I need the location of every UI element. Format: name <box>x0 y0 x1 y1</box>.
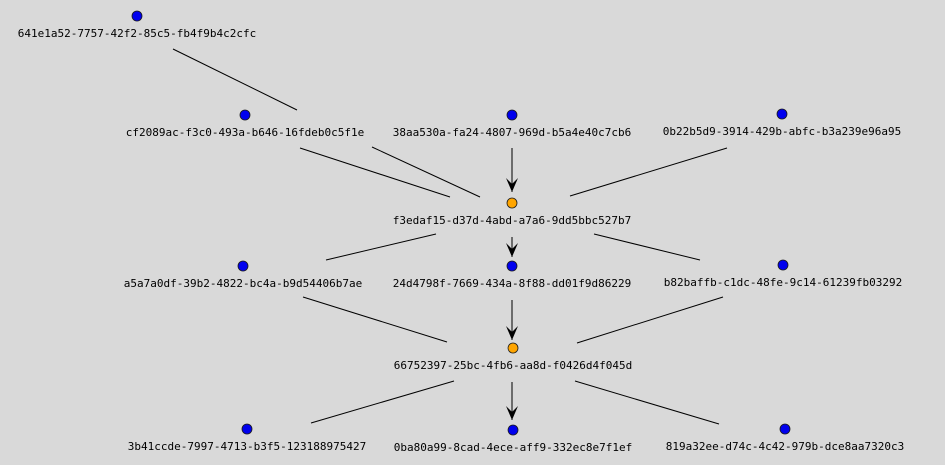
edge-13 <box>574 380 720 425</box>
graph-node[interactable]: 38aa530a-fa24-4807-969d-b5a4e40c7cb6 <box>393 109 631 139</box>
node-dot-highlighted[interactable] <box>507 342 519 354</box>
node-label: f3edaf15-d37d-4abd-a7a6-9dd5bbc527b7 <box>393 214 631 227</box>
node-dot[interactable] <box>507 424 519 436</box>
node-dot[interactable] <box>776 108 788 120</box>
node-label: 66752397-25bc-4fb6-aa8d-f0426d4f045d <box>394 359 632 372</box>
node-label: 0b22b5d9-3914-429b-abfc-b3a239e96a95 <box>663 125 901 138</box>
graph-node[interactable]: 24d4798f-7669-434a-8f88-dd01f9d86229 <box>393 260 631 290</box>
node-dot[interactable] <box>779 423 791 435</box>
node-dot[interactable] <box>506 109 518 121</box>
edge-4 <box>569 147 728 197</box>
graph-node[interactable]: 819a32ee-d74c-4c42-979b-dce8aa7320c3 <box>666 423 904 453</box>
edge-2 <box>299 147 451 198</box>
node-label: 38aa530a-fa24-4807-969d-b5a4e40c7cb6 <box>393 126 631 139</box>
arrowhead-12 <box>506 406 518 420</box>
node-dot[interactable] <box>131 10 143 22</box>
edge-11 <box>310 380 455 424</box>
arrowhead-6 <box>506 243 518 257</box>
graph-node[interactable]: a5a7a0df-39b2-4822-bc4a-b9d54406b7ae <box>124 260 362 290</box>
edge-1 <box>172 48 298 111</box>
graph-node[interactable]: 0ba80a99-8cad-4ece-aff9-332ec8e7f1ef <box>394 424 632 454</box>
node-label: b82baffb-c1dc-48fe-9c14-61239fb03292 <box>664 276 902 289</box>
edges-layer <box>172 48 728 425</box>
node-dot-highlighted[interactable] <box>506 197 518 209</box>
edge-8 <box>302 296 448 343</box>
arrowhead-3 <box>506 178 518 192</box>
node-dot[interactable] <box>237 260 249 272</box>
node-label: cf2089ac-f3c0-493a-b646-16fdeb0c5f1e <box>126 126 364 139</box>
graph-node[interactable]: 641e1a52-7757-42f2-85c5-fb4f9b4c2cfc <box>18 10 256 40</box>
arrowhead-9 <box>506 326 518 340</box>
graph-node[interactable]: f3edaf15-d37d-4abd-a7a6-9dd5bbc527b7 <box>393 197 631 227</box>
edge-5 <box>325 233 437 261</box>
node-label: 0ba80a99-8cad-4ece-aff9-332ec8e7f1ef <box>394 441 632 454</box>
node-dot[interactable] <box>239 109 251 121</box>
node-label: a5a7a0df-39b2-4822-bc4a-b9d54406b7ae <box>124 277 362 290</box>
graph-node[interactable]: 3b41ccde-7997-4713-b3f5-123188975427 <box>128 423 366 453</box>
node-label: 3b41ccde-7997-4713-b3f5-123188975427 <box>128 440 366 453</box>
edge-10 <box>576 296 724 344</box>
graph-node[interactable]: b82baffb-c1dc-48fe-9c14-61239fb03292 <box>664 259 902 289</box>
node-dot[interactable] <box>241 423 253 435</box>
arrows-layer <box>506 178 518 420</box>
edge-7 <box>593 233 701 261</box>
node-label: 641e1a52-7757-42f2-85c5-fb4f9b4c2cfc <box>18 27 256 40</box>
node-dot[interactable] <box>777 259 789 271</box>
node-label: 819a32ee-d74c-4c42-979b-dce8aa7320c3 <box>666 440 904 453</box>
graph-node[interactable]: 0b22b5d9-3914-429b-abfc-b3a239e96a95 <box>663 108 901 138</box>
graph-node[interactable]: cf2089ac-f3c0-493a-b646-16fdeb0c5f1e <box>126 109 364 139</box>
node-dot[interactable] <box>506 260 518 272</box>
nodes-layer: 641e1a52-7757-42f2-85c5-fb4f9b4c2cfc cf20… <box>18 10 904 454</box>
edge-extra-1 <box>371 146 481 198</box>
node-label: 24d4798f-7669-434a-8f88-dd01f9d86229 <box>393 277 631 290</box>
graph-node[interactable]: 66752397-25bc-4fb6-aa8d-f0426d4f045d <box>394 342 632 372</box>
